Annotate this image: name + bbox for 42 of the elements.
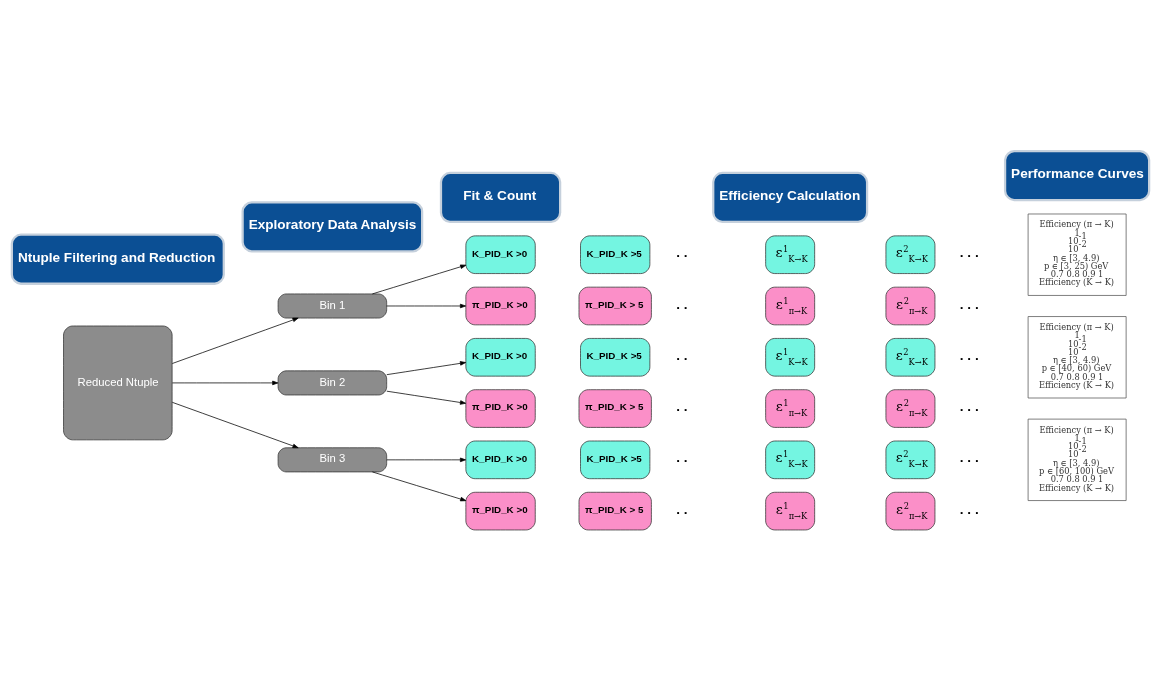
node-box: K_PID_K >5: [580, 338, 651, 377]
node-label: . . .: [959, 296, 979, 312]
node-label: . .: [676, 450, 688, 466]
arrow: [171, 380, 279, 386]
node-label: . .: [676, 245, 688, 261]
arrow: [372, 471, 467, 502]
node-box: π_PID_K >0: [465, 491, 536, 531]
node-box: π_PID_K >0: [465, 389, 536, 428]
node-box: π_PID_K > 5: [578, 389, 652, 428]
node-label: . . .: [959, 450, 979, 466]
node-box: π_PID_K > 5: [578, 491, 652, 531]
node-label: . .: [676, 347, 688, 363]
arrow: [372, 264, 467, 295]
node-label: . .: [676, 399, 688, 415]
node-label: . . .: [959, 399, 979, 415]
node-box: Reduced Ntuple: [63, 325, 173, 441]
node-box: K_PID_K >0: [465, 338, 536, 377]
node-box: K_PID_K >0: [465, 235, 536, 274]
node-box: Performance Curves: [1003, 149, 1151, 202]
node-label: . . .: [959, 501, 979, 517]
node-box: Bin 1: [277, 293, 388, 319]
node-box: Efficiency Calculation: [712, 171, 869, 224]
node-box: π_PID_K >0: [465, 286, 536, 326]
node-box: Fit & Count: [439, 171, 562, 224]
arrow: [386, 361, 467, 376]
node-box: Bin 3: [277, 447, 388, 473]
node-label: . . .: [959, 347, 979, 363]
node-box: Ntuple Filtering and Reduction: [10, 233, 225, 285]
node-box: K_PID_K >5: [580, 440, 651, 480]
node-box: Bin 2: [277, 370, 388, 396]
node-label: . .: [676, 296, 688, 312]
arrow: [171, 401, 299, 449]
node-box: π_PID_K > 5: [578, 286, 652, 326]
node-box: Exploratory Data Analysis: [241, 201, 424, 253]
arrow: [386, 457, 467, 463]
node-label: . .: [676, 501, 688, 517]
arrow: [386, 303, 467, 309]
node-box: K_PID_K >0: [465, 440, 536, 480]
node-box: K_PID_K >5: [580, 235, 651, 274]
node-label: . . .: [959, 245, 979, 261]
arrow: [171, 317, 299, 364]
arrow: [386, 390, 467, 405]
